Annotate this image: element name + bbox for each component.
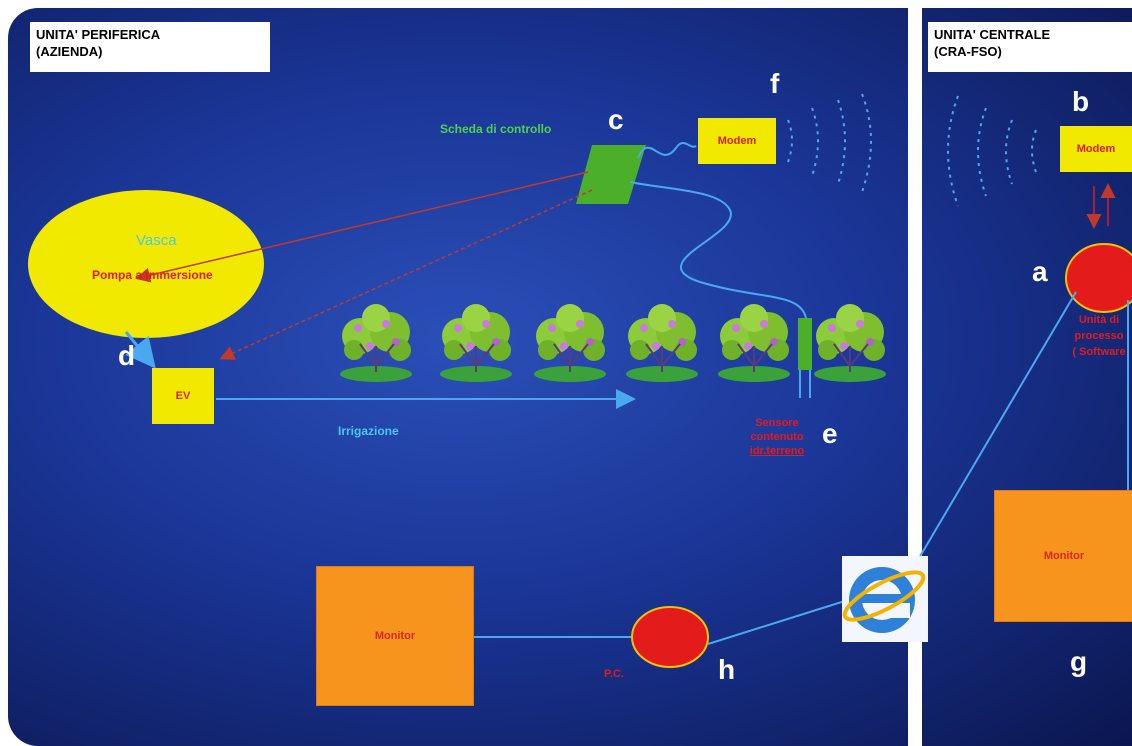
wire-processor-browser — [911, 291, 1077, 571]
letter-d: d — [118, 340, 136, 371]
letter-f: f — [770, 68, 780, 99]
signal-arrow-to-pump — [135, 171, 589, 283]
sensor-label-line1: Sensore — [755, 417, 799, 429]
processor-label-line1: Unità di — [1078, 314, 1120, 326]
processor-label-line3: ( Software — [1072, 346, 1126, 358]
processor-label: Unità di processo ( Software — [1066, 312, 1132, 360]
wire-board-sensor — [629, 181, 807, 319]
letter-h: h — [718, 654, 736, 685]
left-unit-title: UNITA' PERIFERICA (AZIENDA) — [30, 22, 270, 72]
letter-e: e — [822, 418, 838, 449]
irrigation-label: Irrigazione — [338, 424, 399, 438]
letter-g: g — [1070, 646, 1088, 677]
plant-icon — [814, 304, 886, 382]
monitor-left: Monitor — [316, 566, 474, 706]
sensor-label: Sensore contenuto idr.terreno — [742, 416, 812, 458]
radio-waves-right — [947, 95, 1037, 207]
letter-c: c — [608, 104, 624, 135]
sensor-probe — [798, 318, 812, 370]
left-unit-title-line1: UNITA' PERIFERICA — [36, 27, 161, 42]
plant-icon — [626, 304, 698, 382]
pc-ellipse — [631, 606, 709, 668]
right-unit-title-line2: (CRA-FSO) — [934, 44, 1002, 59]
electrovalve-box: EV — [152, 368, 214, 424]
sensor-label-line3: idr.terreno — [749, 445, 805, 457]
tank-to-valve-arrow — [124, 331, 156, 369]
plant-icon — [440, 304, 512, 382]
tank-label: Vasca — [136, 232, 177, 249]
pc-label: P.C. — [604, 668, 624, 680]
plant-icon — [534, 304, 606, 382]
sensor-label-line2: contenuto — [750, 431, 804, 443]
wire-browser-pc — [707, 599, 849, 645]
processor-ellipse — [1065, 243, 1132, 313]
plant-icon — [340, 304, 412, 382]
radio-waves-left — [787, 93, 872, 193]
left-unit-title-line2: (AZIENDA) — [36, 44, 103, 59]
monitor-right: Monitor — [994, 490, 1132, 622]
internet-explorer-icon — [842, 556, 928, 642]
control-board-label: Scheda di controllo — [440, 122, 552, 136]
signal-arrow-to-valve — [219, 189, 593, 360]
processor-label-line2: processo — [1074, 330, 1124, 342]
plant-icon — [718, 304, 790, 382]
modem-right: Modem — [1060, 126, 1132, 172]
right-unit-title: UNITA' CENTRALE (CRA-FSO) — [928, 22, 1132, 72]
wire-board-modem — [637, 142, 697, 159]
letter-a: a — [1032, 256, 1048, 287]
pump-label: Pompa a immersione — [92, 268, 213, 282]
letter-b: b — [1072, 86, 1090, 117]
tank-ellipse — [28, 190, 264, 338]
control-board-shape — [576, 145, 646, 204]
modem-left: Modem — [698, 118, 776, 164]
right-unit-title-line1: UNITA' CENTRALE — [934, 27, 1051, 42]
